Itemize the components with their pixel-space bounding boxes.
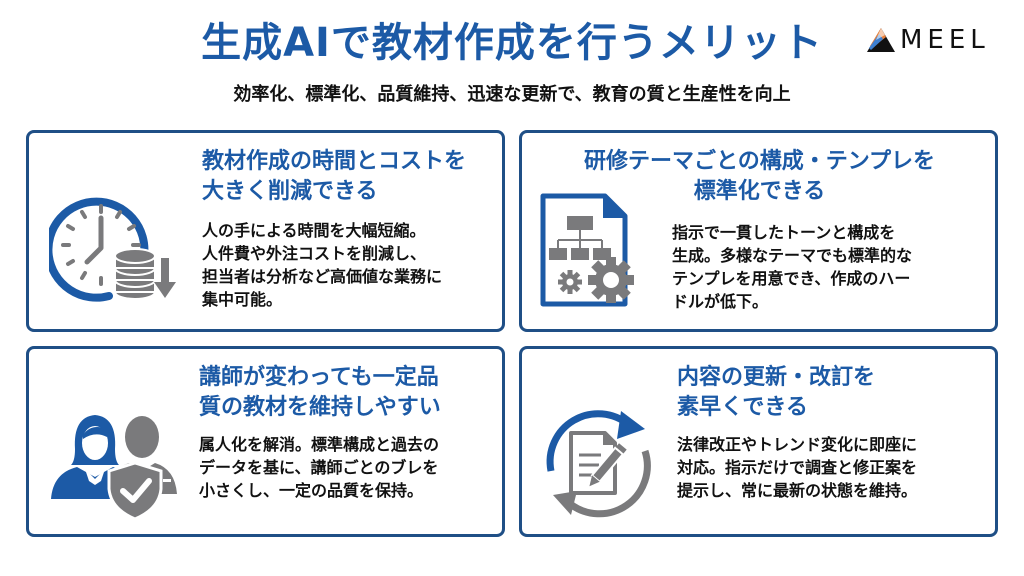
clock-database-down-icon xyxy=(44,188,179,308)
benefit-card-quality-consistency: 講師が変わっても一定品 質の教材を維持しやすい 属人化を解消。標準構成と過去の … xyxy=(26,346,505,537)
brand-logo: MEEL xyxy=(866,22,1006,58)
card-body: 属人化を解消。標準構成と過去の データを基に、講師ごとのブレを 小さくし、一定の… xyxy=(199,435,440,500)
page-subtitle: 効率化、標準化、品質維持、迅速な更新で、教育の質と生産性を向上 xyxy=(233,84,791,105)
benefit-card-standardization: 研修テーマごとの構成・テンプレを 標準化できる 指示で一貫したトーンと構成を 生… xyxy=(519,130,998,332)
card-body: 指示で一貫したトーンと構成を 生成。多様なテーマでも標準的な テンプレを用意でき… xyxy=(672,223,913,311)
document-edit-refresh-icon xyxy=(537,399,662,519)
card-body: 法律改正やトレンド変化に即座に 対応。指示だけで調査と修正案を 提示し、常に最新… xyxy=(677,435,918,500)
document-hierarchy-gear-icon xyxy=(537,188,657,308)
benefit-card-quick-updates: 内容の更新・改訂を 素早くできる 法律改正やトレンド変化に即座に 対応。指示だけ… xyxy=(519,346,998,537)
benefit-card-cost-reduction: 教材作成の時間とコストを 大きく削減できる 人の手による時間を大幅短縮。 人件費… xyxy=(26,130,505,332)
card-heading: 講師が変わっても一定品 質の教材を維持しやすい xyxy=(199,365,441,420)
card-body: 人の手による時間を大幅短縮。 人件費や外注コストを削減し、 担当者は分析など高価… xyxy=(202,221,443,309)
card-heading: 教材作成の時間とコストを 大きく削減できる xyxy=(202,149,467,204)
page-title: 生成AIで教材作成を行うメリット xyxy=(201,20,823,66)
card-heading: 研修テーマごとの構成・テンプレを 標準化できる xyxy=(583,149,936,204)
people-shield-check-icon xyxy=(47,399,187,521)
logo-text: MEEL xyxy=(900,25,990,55)
logo-mountain-icon xyxy=(867,28,895,52)
card-heading: 内容の更新・改訂を 素早くできる xyxy=(677,365,876,420)
